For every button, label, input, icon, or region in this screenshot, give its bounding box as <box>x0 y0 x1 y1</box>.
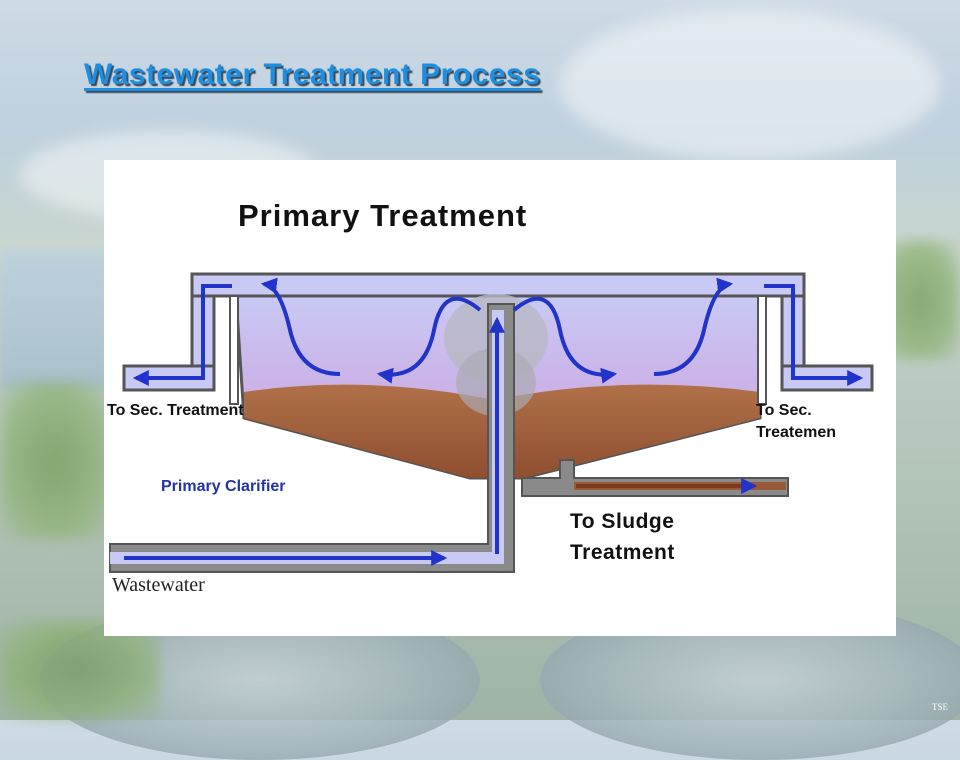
sludge-outlet-pipe <box>521 459 789 497</box>
primary-treatment-diagram: Primary Treatment To Sec. Treatment To S… <box>104 160 896 636</box>
outflow-arrow-right <box>764 284 864 386</box>
background-water <box>0 250 110 390</box>
sludge-label: To Sludge Treatment <box>570 510 675 564</box>
diagram-heading: Primary Treatment <box>238 198 528 233</box>
footer-tag: TSE <box>931 702 948 712</box>
clarifier-label: Primary Clarifier <box>161 478 286 495</box>
slide-title: Wastewater Treatment Process <box>84 58 541 91</box>
inlet-label: Wastewater <box>112 574 205 596</box>
flow-arrows <box>124 277 864 566</box>
flow-arrow-left-outer <box>260 277 341 376</box>
outflow-arrow-left <box>132 284 232 386</box>
flow-arrow-left-inner <box>376 296 482 384</box>
left-outlet-label: To Sec. Treatment <box>107 402 244 419</box>
flow-arrow-right-inner <box>512 296 618 384</box>
diagram-graphic <box>109 272 874 573</box>
right-outlet-label: To Sec. Treatemen <box>756 402 837 441</box>
background-cloud <box>560 10 940 160</box>
background-grass <box>0 380 110 540</box>
flow-arrow-right-outer <box>653 277 734 376</box>
